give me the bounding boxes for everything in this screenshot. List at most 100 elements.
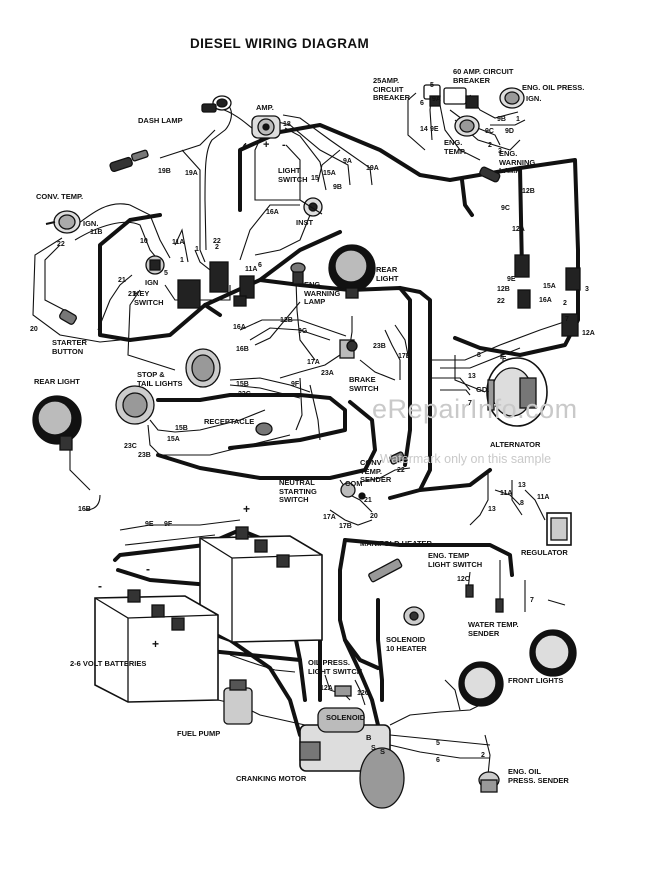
amp-plus: +	[263, 139, 270, 151]
eng-oil-press-sender-shape	[478, 771, 500, 793]
wire-number-label: 17B	[339, 523, 352, 530]
wire-number-label: 11A	[172, 239, 185, 246]
diagram-title: DIESEL WIRING DIAGRAM	[190, 36, 370, 51]
circuit-breaker-60-shape	[443, 87, 479, 109]
wire-number-label: 4	[242, 144, 246, 151]
watermark-notice: Watermark only on this sample	[380, 452, 552, 466]
wire-number-label: 6	[258, 262, 262, 269]
wire-number-label: 7	[530, 597, 534, 604]
label-com: COM	[345, 479, 363, 488]
wire-number-label: 19A	[185, 170, 198, 177]
wire-number-label: 21	[128, 291, 136, 298]
front-light-upper-shape	[529, 629, 577, 677]
wire-number-label: 22	[213, 238, 221, 245]
label-light-switch: LIGHT SWITCH	[278, 166, 308, 184]
eng-warning-lamp-top-shape	[479, 166, 501, 183]
wire-number-label: 9C	[501, 205, 510, 212]
wire-number-label: 18	[283, 121, 291, 128]
wire-number-label: 1	[180, 257, 184, 264]
wire-number-label: 9B	[497, 116, 506, 123]
wire-number-label: 7	[565, 316, 569, 323]
wire-number-label: 11A	[245, 266, 258, 273]
wire-number-label: 21	[118, 277, 126, 284]
wire-number-label: 1	[195, 246, 199, 253]
wire-number-label: 15A	[167, 436, 180, 443]
wire-number-label: 19A	[366, 165, 379, 172]
battery-plus-top: +	[243, 502, 251, 516]
receptacle-shape	[255, 422, 273, 436]
wire-number-label: 9D	[505, 128, 514, 135]
label-solenoid: SOLENOID	[326, 713, 366, 722]
wire-number-label: F	[502, 356, 507, 363]
label-eng-oil-press: ENG. OIL PRESS.	[522, 83, 585, 92]
wire-number-label: 11B	[90, 229, 103, 236]
battery-rear-shape	[199, 526, 323, 643]
wire-number-label: 2	[563, 300, 567, 307]
rear-light-left-shape	[32, 395, 82, 451]
wire-number-label: 2	[488, 142, 492, 149]
eng-temp-light-switch-shape	[465, 584, 474, 598]
label-eng-warning-lamp-top: ENG. WARNING LAMP	[499, 149, 536, 175]
wire-number-label: 9F	[164, 521, 173, 528]
wire-number-label: 23B	[373, 343, 386, 350]
wire-number-label: 2	[215, 244, 219, 251]
wire-number-label: 16B	[78, 506, 91, 513]
wire-number-label: 12A	[582, 330, 595, 337]
label-regulator: REGULATOR	[521, 548, 568, 557]
wire-number-label: 12B	[280, 317, 293, 324]
wire-number-label: 16B	[236, 346, 249, 353]
wire-number-label: 16A	[266, 209, 279, 216]
wire-number-label: 20	[30, 326, 38, 333]
connector-12a-shape	[514, 254, 581, 337]
wire-number-label: 17A	[323, 514, 336, 521]
wire-number-label: 16A	[233, 324, 246, 331]
wire-number-label: 7	[468, 400, 472, 407]
eng-warning-lamp-mid-shape	[290, 262, 306, 285]
label-rear-light-right: REAR LIGHT	[376, 265, 399, 283]
label-cranking-motor: CRANKING MOTOR	[236, 774, 307, 783]
wire-number-label: 9E	[145, 521, 154, 528]
label-solenoid-heater: SOLENOID 10 HEATER	[386, 635, 427, 653]
label-receptacle: RECEPTACLE	[204, 417, 255, 426]
wire-number-label: 5	[430, 82, 434, 89]
label-batteries: 2-6 VOLT BATTERIES	[70, 659, 147, 668]
wire-number-label: 17B	[398, 353, 411, 360]
label-conv-temp-sender: CONV TEMP. SENDER	[360, 458, 392, 484]
wire-number-label: 21	[364, 497, 372, 504]
wire-number-label: 13	[518, 482, 526, 489]
label-stop-tail-lights: STOP & TAIL LIGHTS	[137, 370, 183, 388]
wire-number-label: 23A	[321, 370, 334, 377]
label-water-temp-sender: WATER TEMP. SENDER	[468, 620, 519, 638]
label-key-switch: KEY SWITCH	[134, 289, 164, 307]
wire-number-label: 3	[498, 148, 502, 155]
oil-pressure-gauge-shape	[499, 87, 525, 109]
brake-switch-shape	[339, 339, 358, 359]
wire-number-label: 13	[468, 373, 476, 380]
wire-number-label: 15	[311, 175, 319, 182]
wire-number-label: 8	[477, 352, 481, 359]
watermark-brand: eRepairInfo.com	[372, 394, 578, 424]
wire-number-label: 1	[516, 116, 520, 123]
wire-number-label: 14	[420, 126, 428, 133]
label-inst: INST	[296, 218, 314, 227]
ammeter-shape	[251, 115, 281, 139]
label-eng-oil-press-sender: ENG. OIL PRESS. SENDER	[508, 767, 569, 785]
wire-number-label: 23C	[238, 391, 251, 398]
solenoid-s-terminal: S	[380, 747, 386, 756]
wire-number-label: 22	[57, 241, 65, 248]
conv-temp-gauge-shape	[45, 210, 81, 234]
label-eng-temp: ENG. TEMP.	[444, 138, 466, 156]
label-front-lights: FRONT LIGHTS	[508, 676, 564, 685]
label-brake-switch: BRAKE SWITCH	[349, 375, 379, 393]
amp-minus: -	[282, 139, 286, 151]
label-amp: AMP.	[256, 103, 274, 112]
stop-tail-light-upper-shape	[185, 348, 221, 388]
battery-front-shape	[94, 589, 219, 703]
wire-number-label: 15B	[236, 381, 249, 388]
battery-minus-top: -	[146, 562, 150, 576]
starter-button-shape	[59, 309, 77, 325]
conv-temp-sender-shape	[388, 451, 406, 465]
wire-number-label: 2	[481, 752, 485, 759]
wire-number-label: 9C	[485, 128, 494, 135]
